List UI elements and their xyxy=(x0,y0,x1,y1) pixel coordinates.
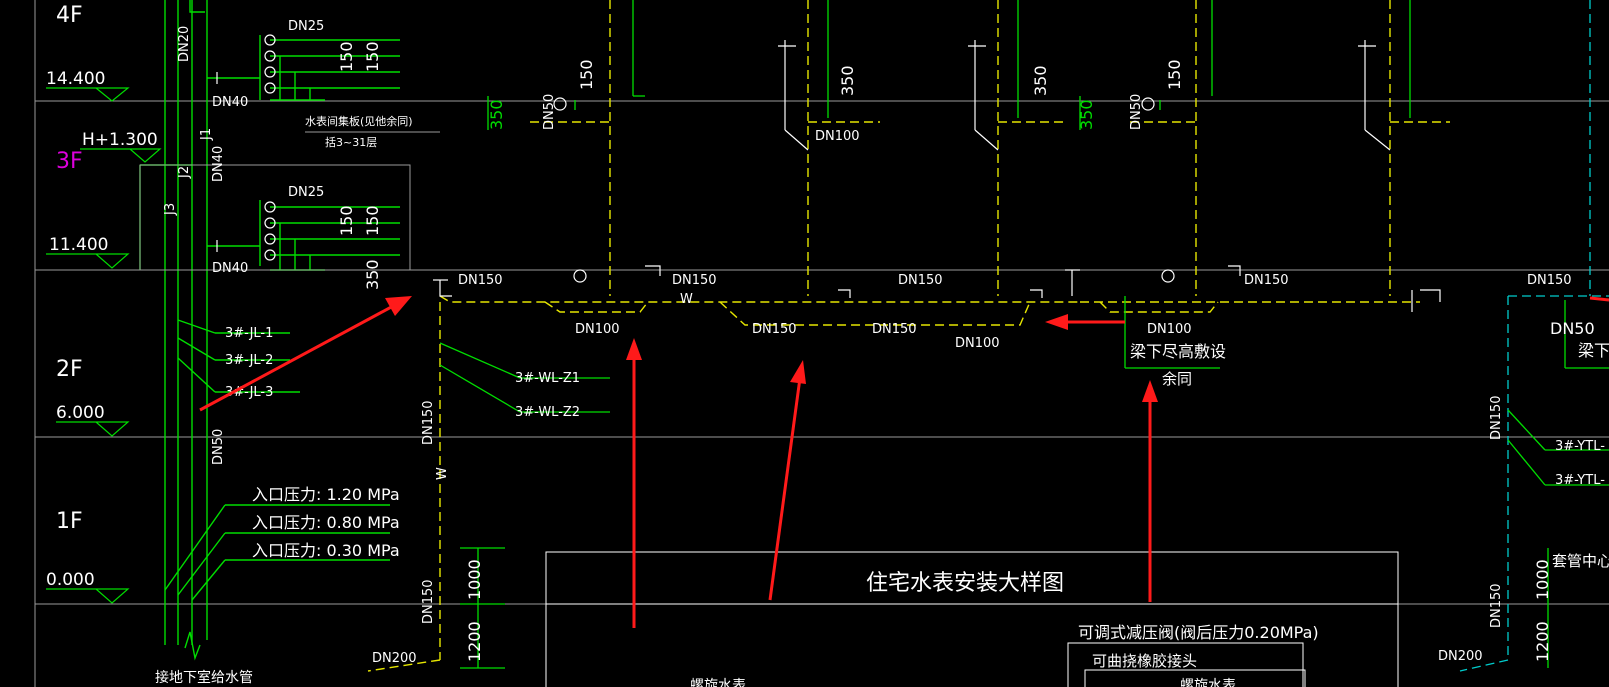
red-arrow-4 xyxy=(1142,380,1158,602)
right-dn150-v1: DN150 xyxy=(1489,395,1504,440)
label-wl-z1: 3#-WL-Z1 xyxy=(515,371,580,386)
label-dn25-mid: DN25 xyxy=(288,185,324,200)
elevation-11400: 11.400 xyxy=(49,235,108,255)
meter-right-note: 螺旋水表 xyxy=(1180,678,1236,687)
drain-dn100-b: DN100 xyxy=(955,336,1000,351)
label-j2: J2 xyxy=(177,166,192,179)
stack-dn100-label: DN100 xyxy=(815,129,860,144)
drain-w-main: W xyxy=(680,292,693,307)
red-arrow-5 xyxy=(1045,314,1125,330)
right-dim-1000: 1000 xyxy=(1533,559,1552,600)
meter-box-sub: 括3~31层 xyxy=(325,135,377,149)
red-arrow-6 xyxy=(1589,296,1609,302)
drain-pipes xyxy=(367,0,1450,672)
right-ytl-2: 3#-YTL- xyxy=(1555,473,1605,488)
dim-150-d: 150 xyxy=(363,205,382,236)
floor-label-4f: 4F xyxy=(56,3,83,28)
same-note: 余同 xyxy=(1162,370,1192,388)
label-dn50-side: DN50 xyxy=(211,429,226,465)
drain-dn100-a: DN100 xyxy=(575,322,620,337)
label-dn40-mid: DN40 xyxy=(212,261,248,276)
drain-fittings xyxy=(433,40,1441,312)
label-dn25-top: DN25 xyxy=(288,19,324,34)
label-j3: J3 xyxy=(163,203,178,216)
elevation-h1300: H+1.300 xyxy=(82,130,158,150)
label-dn20: DN20 xyxy=(177,26,192,62)
label-jl-1: 3#-JL-1 xyxy=(225,326,273,341)
dim-150-c: 150 xyxy=(337,205,356,236)
dim-350-d: 350 xyxy=(1031,65,1050,96)
meter-box-note: 水表间集板(见他余同) xyxy=(305,114,413,128)
beam-note: 梁下尽高敷设 xyxy=(1130,342,1226,361)
elevation-14400: 14.400 xyxy=(46,69,105,89)
dim-150-f: 150 xyxy=(1165,59,1184,90)
drain-dn150-vert2: DN150 xyxy=(421,579,436,624)
joint-note: 可曲挠橡胶接头 xyxy=(1092,652,1197,670)
dim-150-b: 150 xyxy=(363,41,382,72)
floor-label-3f: 3F xyxy=(56,149,83,174)
meter-box-outline xyxy=(139,164,411,271)
dim-1200: 1200 xyxy=(465,621,484,662)
label-jl-2: 3#-JL-2 xyxy=(225,353,273,368)
pressure-1-20: 入口压力: 1.20 MPa xyxy=(252,485,400,504)
drain-branches-green xyxy=(439,0,1411,669)
right-dn200: DN200 xyxy=(1438,649,1483,664)
right-dn50: DN50 xyxy=(1550,319,1595,338)
right-green-leaders xyxy=(1507,300,1609,668)
right-dim-1200: 1200 xyxy=(1533,621,1552,662)
label-wl-z2: 3#-WL-Z2 xyxy=(515,405,580,420)
floor-label-2f: 2F xyxy=(56,357,83,382)
red-arrow-2 xyxy=(626,338,642,628)
drain-dn150-low1: DN150 xyxy=(752,322,797,337)
drain-dn150-2: DN150 xyxy=(672,273,717,288)
right-beam-partial: 梁下/ xyxy=(1578,341,1609,360)
drain-dn200: DN200 xyxy=(372,651,417,666)
label-j1: J1 xyxy=(199,128,214,141)
valve-note: 可调式减压阀(阀后压力0.20MPa) xyxy=(1078,623,1319,642)
dim-350-a: 350 xyxy=(487,99,506,130)
drain-w-vert: W xyxy=(435,467,450,480)
right-ytl-1: 3#-YTL- xyxy=(1555,439,1605,454)
label-dn40-side: DN40 xyxy=(211,146,226,182)
elevation-6000: 6.000 xyxy=(56,403,105,423)
pressure-0-30: 入口压力: 0.30 MPa xyxy=(252,541,400,560)
dim-350-left: 350 xyxy=(363,259,382,290)
label-dn40-top: DN40 xyxy=(212,95,248,110)
drain-dn150-4: DN150 xyxy=(1244,273,1289,288)
elevation-symbols xyxy=(46,87,162,604)
pressure-0-80: 入口压力: 0.80 MPa xyxy=(252,513,400,532)
dim-150-e: 150 xyxy=(577,59,596,90)
elevation-markers: 14.400 H+1.300 11.400 6.000 0.000 xyxy=(46,69,158,590)
drain-dn100-c: DN100 xyxy=(1147,322,1192,337)
dim-350-b: 350 xyxy=(1077,99,1096,130)
detail-title: 住宅水表安装大样图 xyxy=(866,571,1064,596)
meter-valves xyxy=(216,34,276,261)
dim-350-c: 350 xyxy=(838,65,857,96)
elevation-0000: 0.000 xyxy=(46,570,95,590)
drain-dn150-vert: DN150 xyxy=(421,400,436,445)
drain-dn150-1: DN150 xyxy=(458,273,503,288)
drain-dn50-a: DN50 xyxy=(542,94,557,130)
red-arrow-3 xyxy=(768,360,806,601)
right-sleeve-note: 套管中心标 xyxy=(1552,552,1609,570)
drain-dn150-low2: DN150 xyxy=(872,322,917,337)
dim-150-a: 150 xyxy=(337,41,356,72)
floor-label-1f: 1F xyxy=(56,509,83,534)
right-dn150: DN150 xyxy=(1527,273,1572,288)
to-basement-note: 接地下室给水管 xyxy=(155,669,253,686)
drain-dn50-b: DN50 xyxy=(1129,94,1144,130)
red-arrow-1 xyxy=(199,296,412,412)
drain-dn150-3: DN150 xyxy=(898,273,943,288)
detail-box xyxy=(545,551,1399,687)
meter-left-note: 螺旋水表 xyxy=(690,678,746,687)
red-annotation-arrows xyxy=(199,296,1609,628)
right-dn150-v2: DN150 xyxy=(1489,583,1504,628)
dim-1000: 1000 xyxy=(465,559,484,600)
right-system xyxy=(1459,0,1609,672)
